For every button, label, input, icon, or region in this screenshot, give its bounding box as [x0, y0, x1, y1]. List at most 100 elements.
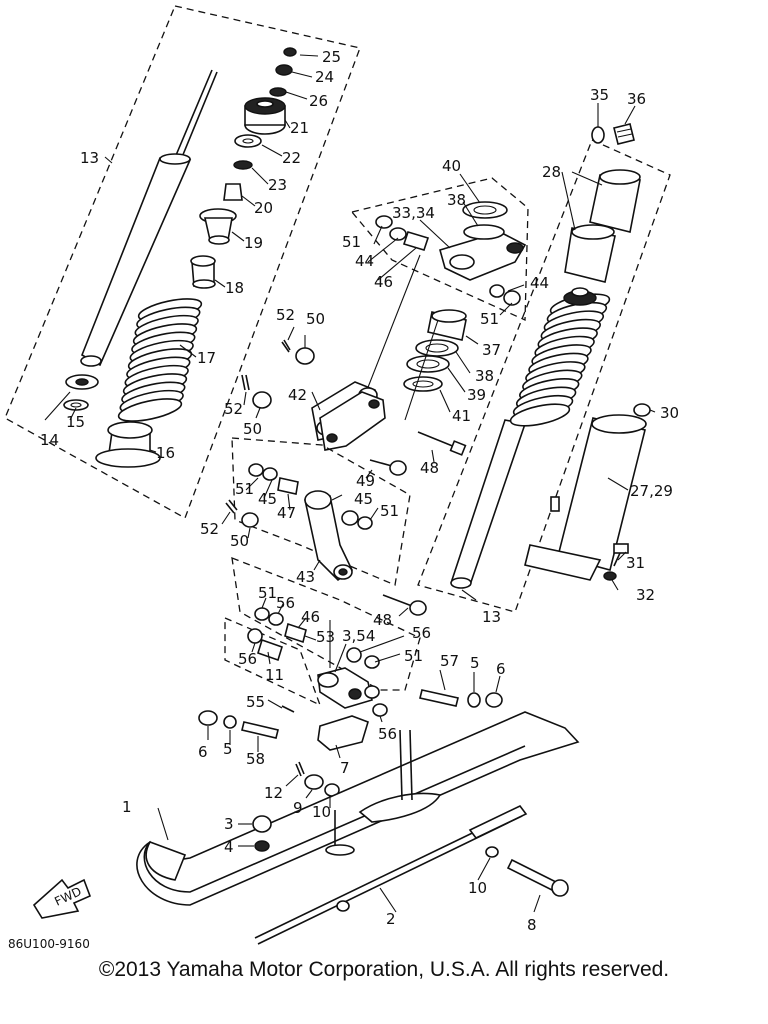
callout-label: 52	[200, 520, 219, 538]
callout-label: 46	[301, 608, 320, 626]
leader-lines-main	[157, 103, 656, 913]
callout-label: 3	[224, 815, 234, 833]
nut-50b	[252, 391, 272, 409]
nut-24	[275, 64, 293, 76]
callout-label: 19	[244, 234, 263, 252]
right-spring-top	[563, 287, 597, 306]
group-box-upper-link	[350, 177, 529, 321]
group-box-mid	[231, 437, 411, 586]
callout-label: 51	[235, 480, 254, 498]
ski-1	[136, 711, 580, 906]
callout-label: 51	[380, 502, 399, 520]
callout-label: 56	[276, 594, 295, 612]
bolt-48a	[417, 431, 467, 456]
wear-rod-2	[254, 804, 528, 945]
callout-label: 3,54	[342, 627, 375, 645]
callout-label: 8	[527, 916, 537, 934]
washers-51-56-46	[247, 607, 380, 669]
washer-51b	[503, 290, 521, 306]
callout-label: 5	[470, 654, 480, 672]
washer-15	[63, 399, 89, 411]
callout-label: 11	[265, 666, 284, 684]
right-spring	[509, 293, 611, 427]
callout-label: 49	[356, 472, 375, 490]
callout-label: 13	[80, 149, 99, 167]
callout-label: 35	[590, 86, 609, 104]
callout-label: 13	[482, 608, 501, 626]
group-box-right	[417, 139, 671, 613]
copyright-notice: ©2013 Yamaha Motor Corporation, U.S.A. A…	[98, 958, 670, 981]
nut-6b	[198, 710, 218, 726]
washers-51-45-47	[248, 463, 373, 530]
bolt-31	[613, 543, 629, 567]
cotter-52a	[281, 339, 291, 353]
callout-label: 7	[340, 759, 350, 777]
callout-label: 51	[480, 310, 499, 328]
callout-label: 56	[412, 624, 431, 642]
reservoir-27-29	[524, 414, 647, 581]
callout-label: 51	[342, 233, 361, 251]
group-box-lower-2	[224, 617, 322, 707]
callout-label: 17	[197, 349, 216, 367]
link-plate-42	[311, 381, 386, 451]
washer-4	[254, 840, 270, 852]
callout-label: 6	[198, 743, 208, 761]
callout-label: 38	[475, 367, 494, 385]
callout-label: 55	[246, 693, 265, 711]
callout-label: 4	[224, 838, 234, 856]
left-spring	[117, 298, 203, 422]
left-shock-body	[80, 69, 218, 367]
callout-label: 37	[482, 341, 501, 359]
callout-label: 50	[243, 420, 262, 438]
cap-36	[613, 123, 635, 145]
callout-label: 51	[258, 584, 277, 602]
callout-label: 10	[312, 803, 331, 821]
spring-seat-16	[95, 421, 161, 468]
bolt-58	[241, 721, 279, 739]
cotter-12	[295, 761, 305, 777]
group-box-left	[4, 5, 361, 519]
callout-label: 20	[254, 199, 273, 217]
washer-5b	[223, 715, 237, 729]
washer-38a	[463, 224, 505, 240]
washer-26	[269, 87, 287, 97]
spindle-53	[317, 667, 380, 709]
washer-40	[462, 201, 508, 219]
bushing-56	[372, 703, 388, 717]
spring-coil	[117, 398, 183, 422]
nut-6a	[485, 692, 503, 708]
bushing-20	[223, 183, 243, 201]
callout-label: 51	[404, 647, 423, 665]
callout-label: 52	[276, 306, 295, 324]
bolt-57	[419, 689, 459, 707]
bolt-8	[506, 858, 569, 897]
callout-label: 42	[288, 386, 307, 404]
callout-label: 45	[258, 490, 277, 508]
washer-23	[233, 160, 253, 170]
spring-coil	[509, 403, 571, 427]
pivot-axis-upper	[362, 254, 421, 401]
callout-label: 36	[627, 90, 646, 108]
nut-3	[252, 815, 272, 833]
group-box-lower	[231, 556, 421, 691]
callout-label: 22	[282, 149, 301, 167]
callout-label: 33,34	[392, 204, 435, 222]
callout-label: 18	[225, 279, 244, 297]
callout-label: 50	[306, 310, 325, 328]
collar-37	[427, 309, 467, 341]
callout-label: 50	[230, 532, 249, 550]
bolt-49	[369, 459, 407, 476]
callout-label: 2	[386, 910, 396, 928]
washer-39	[406, 355, 450, 373]
washer-38b	[415, 339, 459, 357]
callout-label: 56	[378, 725, 397, 743]
collar-19	[199, 208, 237, 245]
callout-label: 38	[447, 191, 466, 209]
callout-label: 39	[467, 386, 486, 404]
callout-label: 27,29	[630, 482, 673, 500]
callout-label: 44	[355, 252, 374, 270]
part-code: 86U100-9160	[8, 937, 90, 951]
callout-label: 46	[374, 273, 393, 291]
